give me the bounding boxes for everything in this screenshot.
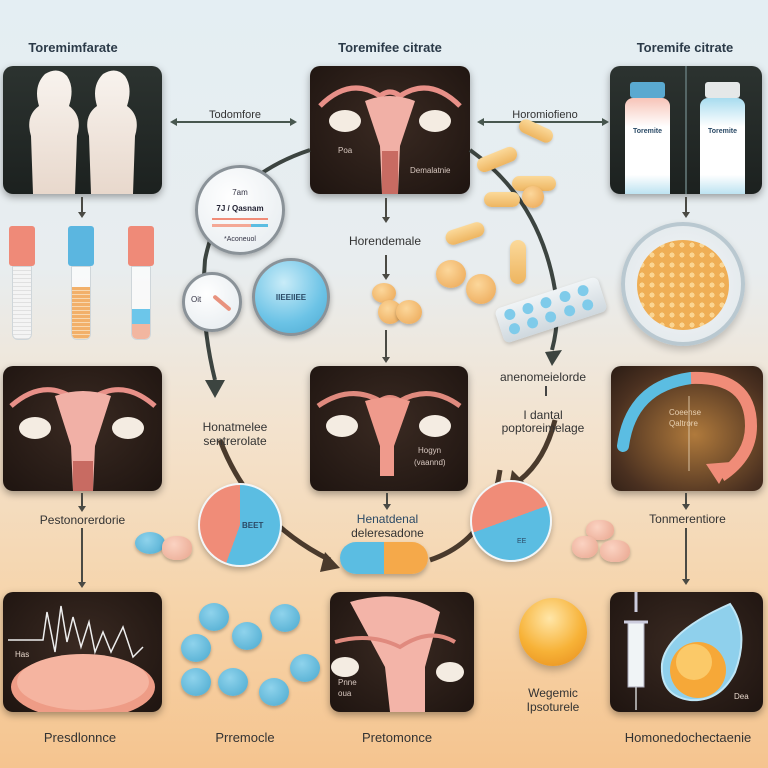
circular-arrow-icon [617, 371, 758, 484]
test-tube-1 [9, 226, 35, 340]
uterus-icon [318, 85, 462, 194]
tablet-icon [586, 520, 614, 540]
tablet-icon [436, 260, 466, 288]
connector-arrow-right [477, 118, 609, 125]
tablet-icon [259, 678, 289, 706]
title-right: Toremife citrate [636, 40, 734, 55]
arrow-down [78, 528, 85, 588]
waveform-tissue-icon [8, 605, 155, 712]
capsule-icon [484, 192, 520, 207]
connector-label-left: Todomfore [209, 109, 261, 121]
flow-label-right-lower: Tonmerentiore [649, 512, 726, 526]
bottom-label-col1: Presdlonnce [43, 730, 117, 745]
uterus-top-left-label: Poa [338, 146, 353, 155]
tablet-icon [522, 186, 544, 208]
arrow-down [682, 493, 689, 510]
tablet-icon [396, 300, 422, 324]
tablet-icon [135, 532, 165, 554]
flow-label-right-mid-top: anenomeielorde [499, 370, 587, 384]
orange-sphere-icon [519, 598, 587, 666]
clock-hand-icon [212, 294, 232, 312]
bottle-left: Toremite [625, 82, 670, 194]
uterus-top-right-label: Demalatnie [410, 166, 451, 175]
tablet-icon [270, 604, 300, 632]
arrow-down [78, 197, 85, 218]
cycle-arrow-panel: Coeense Qaltrore [611, 366, 763, 491]
syringe-icon [624, 592, 648, 710]
tablet-icon [181, 634, 211, 662]
bottom-label-col2: Prremocle [215, 730, 275, 745]
arrow-down [382, 255, 389, 280]
petri-dish-pills-icon [621, 222, 745, 346]
uterus-panel-top: Poa Demalatnie [310, 66, 470, 194]
flow-label-left-mid-1: Honatmelee [202, 420, 268, 434]
capsule-icon [512, 176, 556, 191]
half-tablet-pie-right: EE [470, 480, 552, 562]
tablet-icon [466, 274, 496, 304]
arrow-down [682, 197, 689, 218]
arrow-down [383, 493, 390, 510]
tablet-icon [572, 536, 598, 558]
uterus-icon [331, 596, 464, 712]
arrow-down [382, 198, 389, 223]
flow-label-right-mid-1: I dantal [523, 408, 563, 422]
flow-label-center-lower-2: deleresadone [351, 526, 424, 540]
flow-label-left-mid-2: sentrerolate [203, 434, 267, 448]
blue-lens: IIEEIIEE [252, 258, 330, 336]
tablet-icon [290, 654, 320, 682]
tissue-chart-panel: Has [3, 592, 162, 712]
capsule-icon [510, 240, 526, 284]
arrow-down [78, 493, 85, 512]
uterus-panel-left [3, 366, 162, 491]
uterus-panel-bottom: Pnne oua [330, 592, 474, 712]
uterus-icon [316, 391, 462, 476]
tablet-icon [162, 536, 192, 560]
droplet-icon [660, 602, 743, 702]
bottom-label-col3: Pretomonce [361, 730, 433, 745]
arrow-down [682, 528, 689, 585]
tablet-icon [372, 283, 396, 303]
flow-label-center-lower-1: Henatdenal [356, 512, 419, 526]
tablet-icon [218, 668, 248, 696]
connector-arrow-left [170, 118, 297, 125]
silhouettes-panel [3, 66, 162, 194]
capsule-icon [340, 542, 428, 574]
clock-lens: Oit [182, 272, 242, 332]
title-center: Toremifee citrate [338, 40, 442, 55]
bottom-label-col5: Homonedochectaenie [624, 730, 752, 745]
connector-label-right: Horomiofieno [512, 109, 578, 121]
tablet-icon [232, 622, 262, 650]
bottom-label-col4-1: Wegemic [528, 686, 578, 700]
uterus-icon [9, 387, 157, 491]
tablet-icon [199, 603, 229, 631]
divider [685, 66, 687, 194]
flow-label-right-mid-2: poptoreimelage [501, 421, 585, 435]
bottom-label-col4-2: Ipsoturele [526, 700, 580, 714]
female-silhouette-icon [29, 70, 137, 194]
title-left: Toremimfarate [28, 40, 118, 55]
flow-label-center-top: Horendemale [348, 234, 422, 248]
bottle-right: Toremite [700, 82, 745, 194]
magnifier-lens-large: 7am 7J / Qasnam *Aconeuol [195, 165, 285, 255]
test-tube-3 [128, 226, 154, 340]
flow-label-left-lower: Pestonorerdorie [39, 513, 126, 527]
arrow-down [382, 330, 389, 363]
half-tablet-pie-left: BEET [198, 483, 282, 567]
test-tube-2 [68, 226, 94, 340]
bottles-panel: Toremite Toremite [610, 66, 762, 194]
tablet-icon [600, 540, 630, 562]
uterus-panel-center: Hogyn (vaannd) [310, 366, 468, 491]
syringe-drop-panel: Dea [610, 592, 763, 712]
tablet-icon [181, 668, 211, 696]
